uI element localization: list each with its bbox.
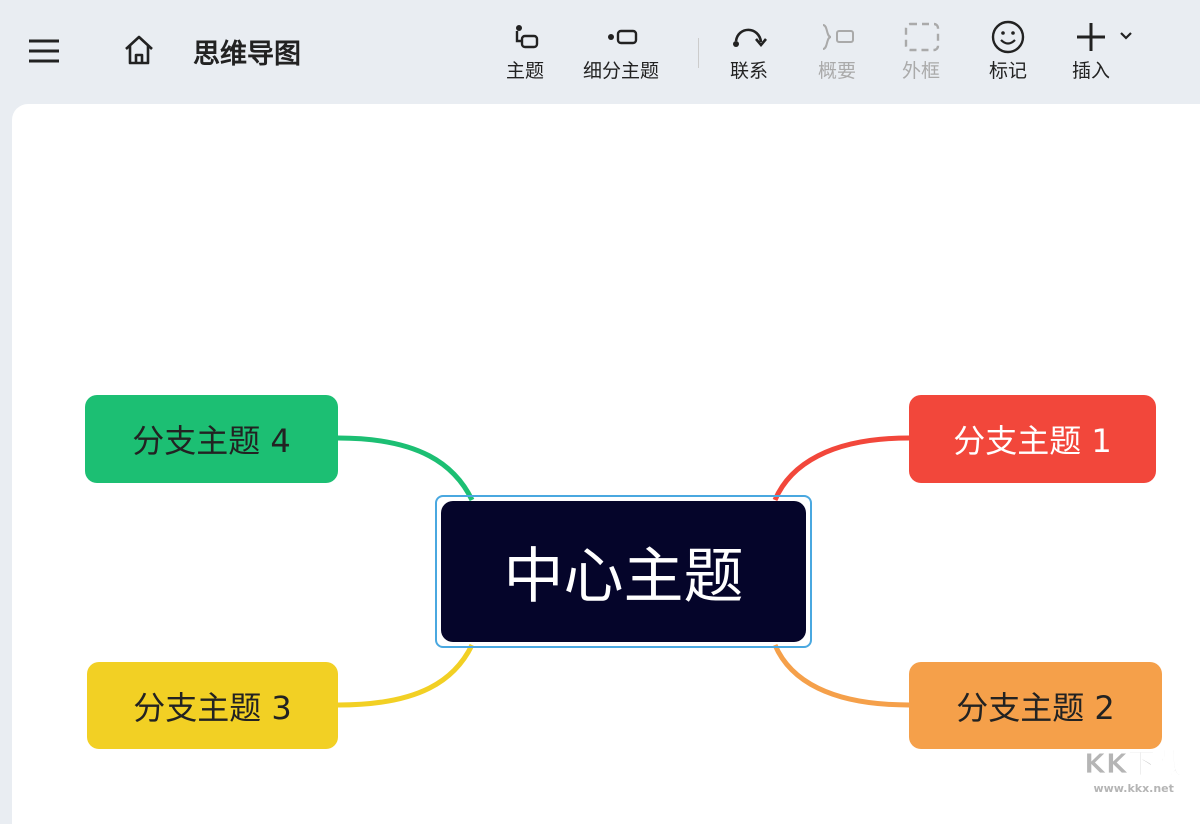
- watermark: KK下载 www.kkx.net: [1083, 742, 1184, 796]
- center-topic-label: 中心主题: [503, 542, 744, 612]
- connector-3: [337, 643, 475, 708]
- watermark-logo: KK下载: [1083, 747, 1184, 781]
- topic-icon: [515, 25, 539, 49]
- branch-label: 分支主题 2: [956, 688, 1115, 727]
- relationship-label: 联系: [729, 60, 768, 82]
- hamburger-icon: [29, 39, 59, 63]
- page-title: 思维导图: [193, 39, 301, 70]
- summary-button[interactable]: 概要: [815, 18, 859, 83]
- subtopic-button[interactable]: 细分主题: [583, 18, 659, 83]
- plus-icon: [1077, 23, 1132, 51]
- insert-label: 插入: [1072, 60, 1111, 82]
- insert-button[interactable]: 插入: [1072, 18, 1140, 83]
- relationship-icon: [733, 28, 767, 48]
- center-topic[interactable]: 中心主题: [441, 501, 806, 642]
- branch-topic-1[interactable]: 分支主题 1: [909, 395, 1156, 483]
- marker-label: 标记: [988, 60, 1027, 82]
- boundary-label: 外框: [901, 60, 940, 82]
- connector-1: [772, 435, 910, 502]
- summary-label: 概要: [817, 60, 856, 82]
- center-selection-outline: [435, 495, 812, 648]
- summary-icon: [822, 24, 854, 50]
- subtopic-label: 细分主题: [583, 60, 660, 82]
- connector-4: [337, 435, 475, 502]
- branch-topic-2[interactable]: 分支主题 2: [909, 662, 1162, 749]
- branch-topic-3[interactable]: 分支主题 3: [87, 662, 338, 749]
- home-button[interactable]: [122, 34, 156, 70]
- chevron-down-icon: [1120, 32, 1132, 40]
- subtopic-icon: [608, 29, 638, 45]
- branch-topic-4[interactable]: 分支主题 4: [85, 395, 338, 483]
- branch-label: 分支主题 4: [132, 422, 291, 460]
- marker-button[interactable]: 标记: [988, 18, 1028, 83]
- watermark-url: www.kkx.net: [1093, 782, 1174, 795]
- menu-button[interactable]: [28, 38, 60, 64]
- topic-label: 主题: [506, 60, 545, 82]
- branch-connectors: [337, 435, 910, 708]
- toolbar-divider: [698, 38, 699, 68]
- boundary-icon: [904, 22, 940, 52]
- branch-label: 分支主题 3: [133, 688, 292, 727]
- topic-button[interactable]: 主题: [506, 18, 544, 83]
- relationship-button[interactable]: 联系: [729, 18, 769, 83]
- boundary-button[interactable]: 外框: [901, 18, 941, 83]
- connector-2: [772, 643, 910, 708]
- smiley-icon: [991, 20, 1025, 54]
- branch-label: 分支主题 1: [953, 422, 1112, 460]
- home-icon: [125, 35, 153, 65]
